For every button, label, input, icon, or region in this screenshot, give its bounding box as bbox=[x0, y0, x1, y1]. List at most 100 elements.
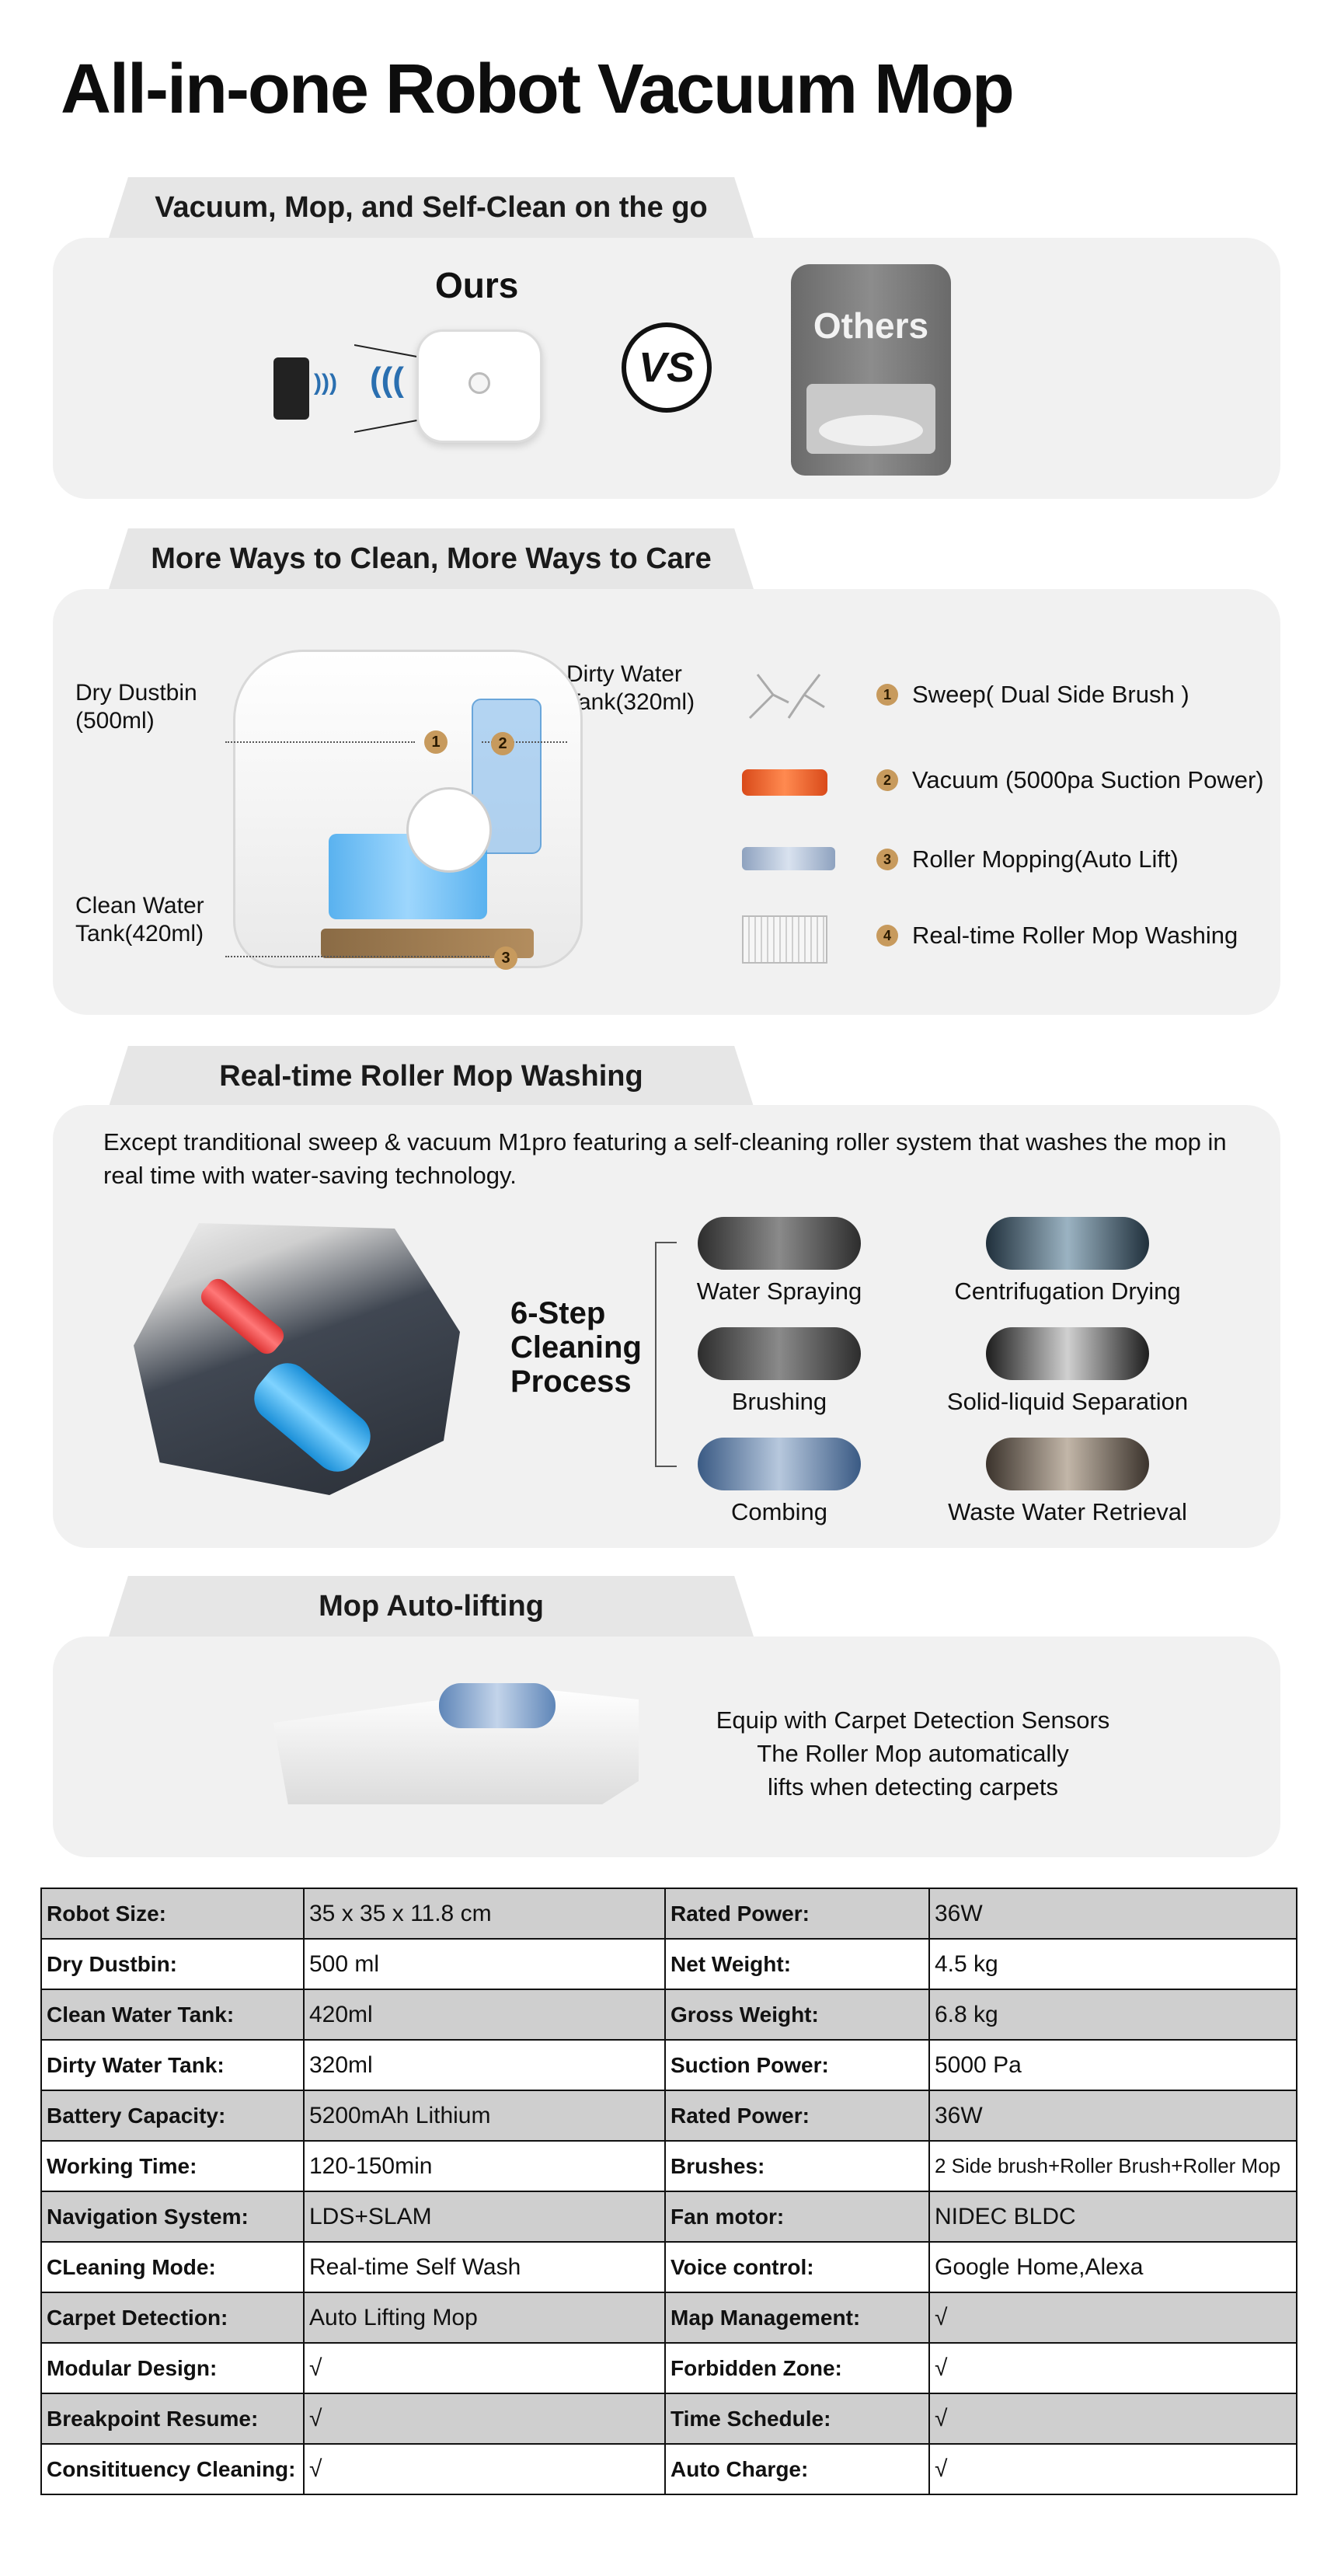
step-label: Brushing bbox=[731, 1388, 827, 1415]
spec-value: 500 ml bbox=[303, 1938, 666, 1990]
table-row: Consitituency Cleaning:√Auto Charge:√ bbox=[40, 2443, 1297, 2495]
spec-key: Voice control: bbox=[664, 2241, 930, 2293]
spec-key: Brushes: bbox=[664, 2140, 930, 2192]
side-brush-image bbox=[748, 674, 825, 720]
section-tab-auto-lifting: Mop Auto-lifting bbox=[109, 1576, 754, 1637]
others-label: Others bbox=[813, 305, 929, 346]
step-brushing: Brushing bbox=[674, 1327, 884, 1416]
leader-line-clean bbox=[225, 956, 489, 957]
page-title: All-in-one Robot Vacuum Mop bbox=[61, 51, 1015, 128]
spec-key: Suction Power: bbox=[664, 2039, 930, 2091]
spec-value: Real-time Self Wash bbox=[303, 2241, 666, 2293]
step-combing: Combing bbox=[674, 1438, 884, 1526]
callout-dry-dustbin: Dry Dustbin (500ml) bbox=[75, 680, 197, 734]
spec-key: Rated Power: bbox=[664, 1888, 930, 1940]
spec-key: Navigation System: bbox=[40, 2191, 305, 2243]
step-label: Solid-liquid Separation bbox=[946, 1388, 1189, 1415]
process-title: 6-Step Cleaning Process bbox=[510, 1296, 642, 1399]
spec-value: LDS+SLAM bbox=[303, 2191, 666, 2243]
spec-key: Modular Design: bbox=[40, 2342, 305, 2394]
ours-label: Ours bbox=[435, 265, 519, 305]
step-label: Waste Water Retrieval bbox=[948, 1498, 1187, 1525]
vs-badge: VS bbox=[622, 322, 712, 413]
roller-mop-image bbox=[742, 847, 835, 870]
others-station-image: Others bbox=[791, 264, 951, 476]
feature-label: Real-time Roller Mop Washing bbox=[912, 922, 1238, 949]
spec-value: 2 Side brush+Roller Brush+Roller Mop bbox=[928, 2140, 1297, 2192]
washing-intro-text: Except tranditional sweep & vacuum M1pro… bbox=[103, 1128, 1227, 1189]
step-solid-liquid-separation: Solid-liquid Separation bbox=[928, 1327, 1207, 1416]
feature-label: Vacuum (5000pa Suction Power) bbox=[912, 766, 1264, 793]
spec-value: √ bbox=[303, 2393, 666, 2445]
spec-value: √ bbox=[303, 2342, 666, 2394]
spec-key: Time Schedule: bbox=[664, 2393, 930, 2445]
spec-key: Robot Size: bbox=[40, 1888, 305, 1940]
leader-line-dustbin bbox=[225, 741, 415, 743]
spec-value: Auto Lifting Mop bbox=[303, 2292, 666, 2344]
robot-ours-image bbox=[416, 329, 542, 443]
step-label: Combing bbox=[730, 1498, 828, 1525]
table-row: Modular Design:√Forbidden Zone:√ bbox=[40, 2342, 1297, 2394]
spec-value: 36W bbox=[928, 2090, 1297, 2142]
spec-value: √ bbox=[303, 2443, 666, 2495]
spec-value: 36W bbox=[928, 1888, 1297, 1940]
feature-row-3: 3 Roller Mopping(Auto Lift) bbox=[876, 845, 1179, 873]
spec-key: Fan motor: bbox=[664, 2191, 930, 2243]
spec-value: 320ml bbox=[303, 2039, 666, 2091]
spec-value: 5000 Pa bbox=[928, 2039, 1297, 2091]
spec-value: 6.8 kg bbox=[928, 1989, 1297, 2041]
roller-brush-image bbox=[742, 769, 827, 796]
feature-label: Roller Mopping(Auto Lift) bbox=[912, 845, 1179, 873]
spec-key: Carpet Detection: bbox=[40, 2292, 305, 2344]
badge-3: 3 bbox=[494, 946, 517, 970]
feature-num: 3 bbox=[876, 849, 898, 870]
step-waste-water-retrieval: Waste Water Retrieval bbox=[928, 1438, 1207, 1526]
spec-value: 120-150min bbox=[303, 2140, 666, 2192]
signal-waves-icon: ))) bbox=[314, 370, 337, 396]
feature-num: 2 bbox=[876, 769, 898, 791]
spec-value: √ bbox=[928, 2292, 1297, 2344]
callout-clean-water: Clean Water Tank(420ml) bbox=[75, 893, 204, 946]
spec-key: CLeaning Mode: bbox=[40, 2241, 305, 2293]
auto-lifting-panel bbox=[53, 1637, 1280, 1857]
spec-key: Gross Weight: bbox=[664, 1989, 930, 2041]
step-centrifugation-drying: Centrifugation Drying bbox=[928, 1217, 1207, 1305]
signal-waves-large-icon: ((( bbox=[370, 361, 404, 399]
step-label: Water Spraying bbox=[696, 1278, 862, 1305]
spec-value: √ bbox=[928, 2443, 1297, 2495]
spec-key: Dirty Water Tank: bbox=[40, 2039, 305, 2091]
spec-value: √ bbox=[928, 2393, 1297, 2445]
spec-value: 4.5 kg bbox=[928, 1938, 1297, 1990]
lifted-roller-mop-image bbox=[439, 1683, 556, 1728]
spec-key: Auto Charge: bbox=[664, 2443, 930, 2495]
robot-underside-image bbox=[134, 1223, 460, 1495]
section-tab-vacuum-mop: Vacuum, Mop, and Self-Clean on the go bbox=[109, 177, 754, 238]
spec-key: Dry Dustbin: bbox=[40, 1938, 305, 1990]
robot-cutaway-image bbox=[233, 650, 583, 968]
spec-value: √ bbox=[928, 2342, 1297, 2394]
spec-key: Forbidden Zone: bbox=[664, 2342, 930, 2394]
spec-key: Consitituency Cleaning: bbox=[40, 2443, 305, 2495]
section-tab-roller-washing: Real-time Roller Mop Washing bbox=[109, 1046, 754, 1107]
step-water-spraying: Water Spraying bbox=[674, 1217, 884, 1305]
spec-key: Clean Water Tank: bbox=[40, 1989, 305, 2041]
feature-label: Sweep( Dual Side Brush ) bbox=[912, 681, 1189, 708]
step-label: Centrifugation Drying bbox=[954, 1278, 1181, 1305]
feature-row-4: 4 Real-time Roller Mop Washing bbox=[876, 922, 1238, 950]
spec-value: 420ml bbox=[303, 1989, 666, 2041]
spec-key: Breakpoint Resume: bbox=[40, 2393, 305, 2445]
feature-num: 1 bbox=[876, 684, 898, 706]
section-tab-more-ways: More Ways to Clean, More Ways to Care bbox=[109, 528, 754, 589]
spec-value: NIDEC BLDC bbox=[928, 2191, 1297, 2243]
charging-dock-image bbox=[273, 357, 309, 420]
feature-row-2: 2 Vacuum (5000pa Suction Power) bbox=[876, 766, 1264, 794]
